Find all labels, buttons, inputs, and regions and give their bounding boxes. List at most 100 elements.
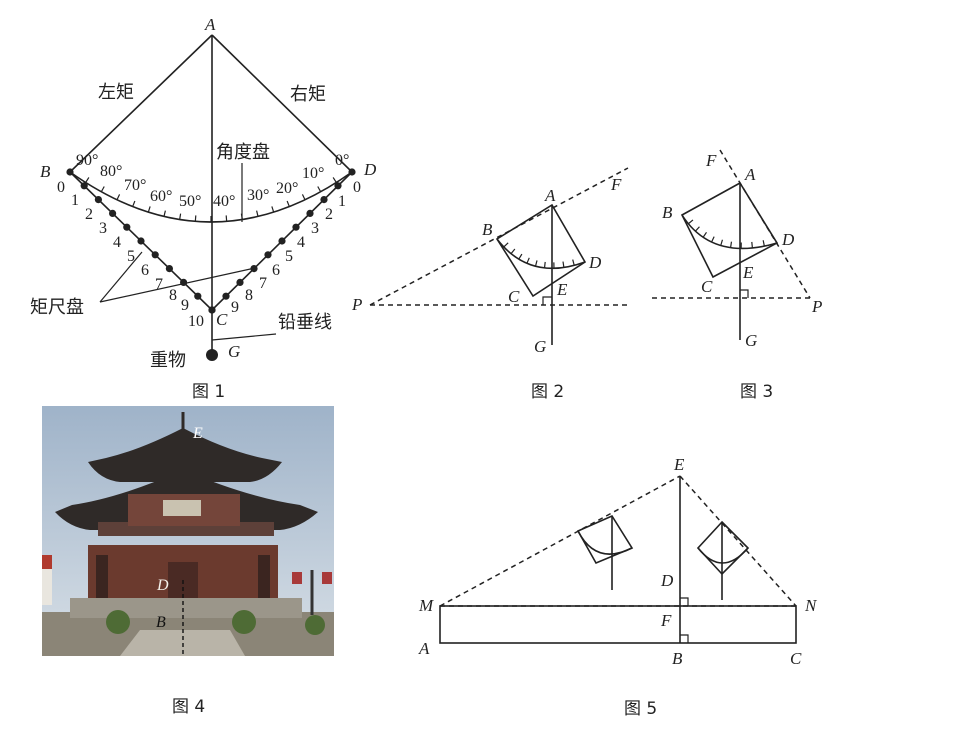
scale-dot	[80, 182, 88, 190]
right-scale-7: 7	[259, 275, 267, 292]
point-a-label: A	[204, 15, 216, 34]
right-angle-f	[680, 597, 689, 606]
label-e: E	[742, 263, 754, 282]
label-f: F	[660, 611, 672, 630]
plumb-line-label: 铅垂线	[278, 312, 332, 333]
arc-tick	[720, 239, 724, 246]
left-scale-4: 4	[113, 234, 121, 251]
label-c: C	[790, 649, 802, 668]
scale-dot	[194, 292, 202, 300]
right-scale-4: 4	[297, 234, 305, 251]
right-angle-mark	[542, 296, 552, 305]
arc-tick	[702, 231, 707, 238]
scale-leader-left	[99, 251, 143, 303]
arc-tick	[730, 241, 733, 248]
scale-dot	[264, 251, 272, 259]
label-c: C	[701, 277, 713, 296]
label-e: E	[192, 425, 203, 442]
label-f: F	[705, 151, 717, 170]
angle-tick-60: 60°	[150, 188, 172, 205]
figure-5: E D F B M N A C 图 5	[418, 455, 818, 719]
point-b-label: B	[40, 162, 51, 181]
scale-dot	[180, 278, 188, 286]
figure-3: A B C D E F G P 图 3	[652, 149, 822, 402]
right-scale-5: 5	[285, 248, 293, 265]
label-b: B	[156, 614, 166, 631]
right-scale-3: 3	[311, 220, 319, 237]
arc-tick	[687, 219, 694, 225]
scale-dot	[165, 265, 173, 273]
left-scale-10: 10	[188, 313, 204, 330]
arc-tick	[332, 177, 337, 183]
upper-roof	[88, 428, 282, 482]
scale-dot	[208, 306, 216, 314]
sight-line-pf	[719, 149, 811, 299]
angle-tick-50: 50°	[179, 193, 201, 210]
platform	[70, 598, 302, 618]
right-scale-2: 2	[325, 206, 333, 223]
arc-tick	[116, 194, 121, 201]
left-device-arc	[577, 530, 633, 555]
angle-tick-20: 20°	[276, 180, 298, 197]
arc-tick	[256, 210, 259, 217]
label-m: M	[418, 596, 434, 615]
point-d-label: D	[363, 160, 377, 179]
right-scale-9: 9	[231, 299, 239, 316]
scale-dot	[123, 223, 131, 231]
label-a: A	[744, 165, 756, 184]
arc-tick	[163, 210, 166, 217]
sight-line-me	[439, 475, 681, 607]
scale-dot	[66, 168, 74, 176]
label-a: A	[544, 186, 556, 205]
angle-arc	[496, 238, 586, 270]
arc-tick	[503, 242, 509, 248]
left-scale-1: 1	[71, 192, 79, 209]
weight-bob	[206, 349, 218, 361]
label-p: P	[351, 295, 362, 314]
square-device	[680, 181, 779, 279]
label-d: D	[781, 230, 795, 249]
label-d: D	[588, 253, 602, 272]
arc-tick	[543, 261, 546, 268]
right-device	[696, 520, 750, 576]
arc-tick	[572, 259, 575, 266]
label-e: E	[556, 280, 568, 299]
figure-2: A B C D E F G P 图 2	[351, 167, 630, 402]
left-scale-0: 0	[57, 179, 65, 196]
label-g: G	[745, 331, 757, 350]
left-rule-line	[69, 34, 213, 173]
right-rule-label: 右矩	[290, 84, 326, 105]
arc-tick	[711, 236, 715, 243]
left-scale-2: 2	[85, 206, 93, 223]
scale-dot	[320, 196, 328, 204]
scale-dot	[222, 292, 230, 300]
label-f: F	[610, 175, 622, 194]
scale-leader-right	[99, 267, 256, 303]
figure-5-caption: 图 5	[624, 699, 657, 719]
label-b: B	[482, 220, 493, 239]
label-g: G	[534, 337, 546, 356]
arc-tick	[147, 206, 151, 213]
right-scale-8: 8	[245, 287, 253, 304]
arc-ticks	[503, 242, 575, 269]
label-a: A	[418, 639, 430, 658]
figure-1-caption: 图 1	[192, 382, 225, 402]
left-rule-label: 左矩	[98, 82, 134, 103]
right-device-arc	[697, 547, 749, 564]
arc-tick	[534, 260, 538, 267]
weight-label: 重物	[150, 350, 186, 371]
arc-tick	[762, 240, 765, 247]
point-g-label: G	[228, 342, 240, 361]
sight-line-ne	[679, 475, 797, 607]
arc-tick	[562, 261, 565, 268]
right-scale-1: 1	[338, 193, 346, 210]
base-rectangle	[439, 605, 797, 644]
angle-tick-0: 0°	[335, 152, 349, 169]
right-rule-line	[211, 34, 353, 173]
label-e: E	[673, 455, 685, 474]
angle-dial-label: 角度盘	[216, 142, 270, 163]
label-b: B	[662, 203, 673, 222]
label-n: N	[804, 596, 818, 615]
arc-tick	[85, 177, 90, 183]
figure-3-caption: 图 3	[740, 382, 773, 402]
